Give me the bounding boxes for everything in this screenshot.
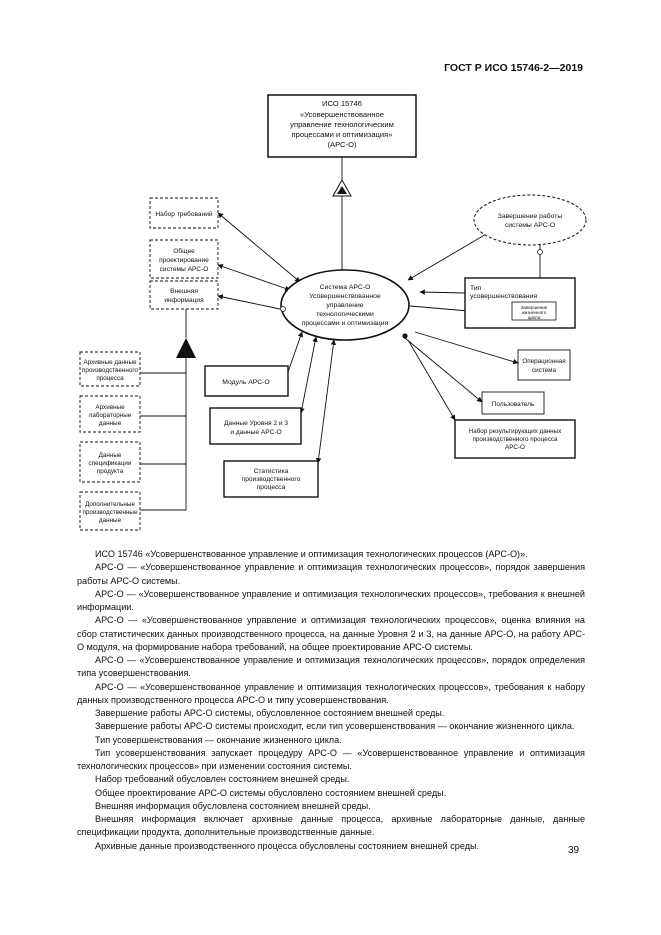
svg-text:проектирование: проектирование	[159, 257, 209, 264]
svg-text:Архивные: Архивные	[95, 404, 125, 411]
svg-text:система: система	[532, 367, 556, 374]
svg-text:Операционная: Операционная	[522, 358, 565, 365]
document-header: ГОСТ Р ИСО 15746-2—2019	[444, 62, 583, 74]
paragraph: ИСО 15746 «Усовершенствованное управлени…	[95, 549, 528, 559]
aggregation-triangle-icon	[176, 338, 196, 358]
svg-text:Завершение работы: Завершение работы	[498, 212, 563, 220]
svg-text:и данные АРС-О: и данные АРС-О	[230, 429, 281, 436]
svg-text:управление: управление	[326, 302, 363, 309]
svg-text:системы АРС-О: системы АРС-О	[160, 266, 209, 273]
external-info-box: Внешняя информация	[149, 280, 219, 310]
svg-text:Данные Уровня 2 и 3: Данные Уровня 2 и 3	[224, 420, 288, 427]
svg-text:данные: данные	[99, 420, 122, 427]
module-box: Модуль АРС-О	[204, 365, 289, 397]
paragraph: АРС-О — «Усовершенствованное управление …	[77, 615, 585, 652]
paragraph: Набор требований обусловлен состоянием в…	[95, 774, 350, 785]
improvement-type-box: Тип усовершенствования Завершение жизнен…	[464, 277, 576, 329]
svg-text:управление технологическим: управление технологическим	[290, 120, 394, 129]
paragraph: Тип усовершенствования — окончание жизне…	[95, 734, 342, 745]
paragraph: Внешняя информация включает архивные дан…	[77, 814, 585, 838]
svg-text:Модуль АРС-О: Модуль АРС-О	[222, 379, 269, 386]
requirements-box: Набор требований	[149, 197, 219, 229]
svg-text:производственного: производственного	[82, 367, 139, 374]
paragraph: АРС-О — «Усовершенствованное управление …	[77, 655, 585, 679]
svg-text:системы АРС-О: системы АРС-О	[505, 222, 555, 229]
svg-text:цикла: цикла	[528, 315, 541, 320]
svg-text:лабораторные: лабораторные	[89, 411, 132, 419]
additional-data-box: Дополнительные производственные данные	[79, 491, 141, 531]
svg-text:процесса: процесса	[257, 484, 286, 491]
svg-text:Набор результирующих данных: Набор результирующих данных	[469, 427, 563, 435]
svg-text:ИСО 15746: ИСО 15746	[322, 99, 362, 108]
svg-text:Тип: Тип	[470, 285, 482, 292]
body-text: ИСО 15746 «Усовершенствованное управлени…	[77, 548, 585, 853]
general-design-box: Общее проектирование системы АРС-О	[149, 239, 219, 279]
connectors	[140, 157, 541, 511]
user-box: Пользователь	[481, 391, 545, 415]
svg-text:Набор требований: Набор требований	[155, 210, 213, 218]
svg-text:процессами и оптимизация: процессами и оптимизация	[302, 320, 389, 327]
paragraph: АРС-О — «Усовершенствованное управление …	[77, 588, 585, 612]
svg-text:«Усовершенствованное: «Усовершенствованное	[300, 110, 384, 119]
top-standard-box: ИСО 15746 «Усовершенствованное управлени…	[267, 94, 417, 158]
svg-text:(АРС-О): (АРС-О)	[327, 140, 356, 149]
archive-process-box: Архивные данные производственного процес…	[79, 351, 141, 387]
svg-text:производственные: производственные	[83, 509, 138, 516]
svg-text:Дополнительные: Дополнительные	[85, 501, 135, 508]
svg-text:спецификации: спецификации	[89, 460, 132, 467]
process-data-set-box: Набор результирующих данных производстве…	[454, 419, 576, 459]
paragraph: Архивные данные производственного процес…	[95, 840, 480, 851]
archive-lab-box: Архивные лабораторные данные	[79, 395, 141, 433]
paragraph: Завершение работы АРС-О системы происход…	[95, 721, 575, 732]
paragraph: АРС-О — «Усовершенствованное управление …	[77, 562, 585, 586]
center-system-ellipse: Система АРС-О Усовершенствованное управл…	[280, 269, 410, 341]
level-data-box: Данные Уровня 2 и 3 и данные АРС-О	[209, 407, 302, 445]
composition-triangle-icon	[332, 178, 352, 197]
paragraph: Тип усовершенствования запускает процеду…	[77, 747, 585, 771]
svg-text:Внешняя: Внешняя	[170, 288, 198, 295]
svg-text:производственного: производственного	[242, 476, 301, 483]
svg-text:жизненного: жизненного	[522, 310, 547, 315]
svg-text:Пользователь: Пользователь	[492, 401, 535, 408]
paragraph: Общее проектирование АРС-О системы обусл…	[95, 787, 447, 798]
svg-text:процесса: процесса	[96, 375, 124, 382]
svg-text:технологическими: технологическими	[316, 311, 374, 318]
svg-text:процессами и оптимизация»: процессами и оптимизация»	[292, 130, 393, 139]
statistics-box: Статистика производственного процесса	[223, 460, 319, 498]
svg-text:продукта: продукта	[97, 468, 124, 475]
svg-text:Система АРС-О: Система АРС-О	[320, 284, 371, 291]
svg-text:производственного процесса: производственного процесса	[472, 436, 558, 443]
svg-text:Завершение: Завершение	[521, 305, 548, 310]
product-spec-box: Данные спецификации продукта	[79, 441, 141, 483]
paragraph: Завершение работы АРС-О системы, обуслов…	[95, 708, 445, 718]
svg-text:усовершенствования: усовершенствования	[470, 293, 537, 300]
operational-system-box: Операционная система	[517, 349, 571, 381]
svg-text:Данные: Данные	[99, 452, 122, 459]
apc-o-diagram: ИСО 15746 «Усовершенствованное управлени…	[79, 94, 587, 531]
svg-text:данные: данные	[99, 517, 122, 524]
svg-text:АРС-О: АРС-О	[505, 444, 525, 451]
paragraph: Внешняя информация обусловлена состояние…	[95, 800, 371, 811]
svg-text:Статистика: Статистика	[254, 468, 289, 475]
svg-text:информация: информация	[164, 297, 204, 304]
svg-text:Усовершенствованное: Усовершенствованное	[309, 293, 381, 300]
paragraph: АРС-О — «Усовершенствованное управление …	[77, 681, 585, 705]
svg-text:Общее: Общее	[173, 247, 195, 255]
completion-ellipse: Завершение работы системы АРС-О	[473, 194, 587, 255]
svg-text:Архивные данные: Архивные данные	[83, 359, 137, 366]
page-number: 39	[568, 845, 580, 856]
